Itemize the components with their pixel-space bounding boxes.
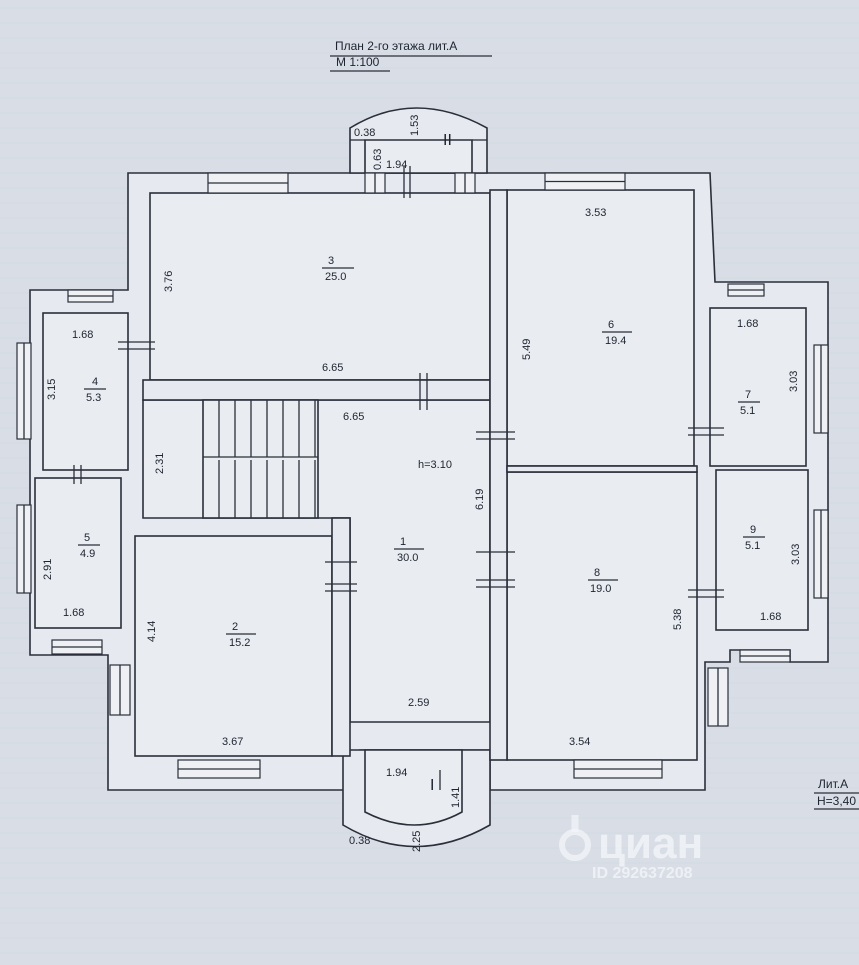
room-1-area: 30.0 [397, 552, 418, 564]
dim-bottom-bay-141: 1.41 [450, 787, 462, 808]
room-shapes [34, 189, 809, 761]
dim-room7-height: 3.03 [788, 371, 800, 392]
room-8-number: 8 [594, 567, 600, 579]
room-4-number: 4 [92, 376, 98, 388]
dim-room2-width: 3.67 [222, 736, 243, 748]
dim-bottom-bay-225: 2.25 [411, 831, 423, 852]
room-6-shape [506, 189, 695, 467]
room-7-number: 7 [745, 389, 751, 401]
dim-room8-width: 3.54 [569, 736, 590, 748]
room-8-area: 19.0 [590, 583, 611, 595]
dim-room4-height: 3.15 [46, 379, 58, 400]
room-3-shape [149, 192, 491, 381]
dim-room6-width: 3.53 [585, 207, 606, 219]
room-3-area: 25.0 [325, 271, 346, 283]
watermark: циан ID 292637208 [559, 815, 703, 882]
room-9-area: 5.1 [745, 540, 760, 552]
watermark-brand: циан [598, 819, 703, 868]
dim-room8-height: 5.38 [672, 609, 684, 630]
dim-top-bay-153: 1.53 [409, 115, 421, 136]
room-1-number: 1 [400, 536, 406, 548]
room-5-area: 4.9 [80, 548, 95, 560]
staircase [202, 399, 319, 519]
dim-top-bay-063: 0.63 [372, 149, 384, 170]
partitions [142, 189, 698, 761]
room-7-shape [709, 307, 807, 467]
bottom-bay-mark: I [430, 777, 434, 794]
room-8-shape [506, 471, 698, 761]
dim-top-bay-194: 1.94 [386, 159, 407, 171]
dim-room3-height: 3.76 [163, 271, 175, 292]
dim-room4-width: 1.68 [72, 329, 93, 341]
windows [16, 172, 829, 779]
dim-room1-bottom: 2.59 [408, 697, 429, 709]
room-6-number: 6 [608, 319, 614, 331]
building-label: Лит.А Н=3,40 [814, 777, 859, 810]
room-9-shape [715, 469, 809, 631]
dim-room5-width: 1.68 [63, 607, 84, 619]
dim-room1-height: 6.19 [474, 489, 486, 510]
dim-room9-width: 1.68 [760, 611, 781, 623]
dim-room3-width: 6.65 [322, 362, 343, 374]
building-height: Н=3,40 [817, 794, 856, 808]
room-2-area: 15.2 [229, 637, 250, 649]
room-2-shape [134, 535, 333, 757]
dim-bottom-bay-038: 0.38 [349, 835, 370, 847]
plan-title: План 2-го этажа лит.А [335, 39, 457, 53]
dimensions: 0.38 0.63 1.53 1.94 II 6.65 3.76 3.53 5.… [42, 115, 802, 852]
dim-bottom-bay-194: 1.94 [386, 767, 407, 779]
room-labels: 3 25.0 6 19.4 4 5.3 7 5.1 1 30.0 5 4.9 9… [78, 255, 765, 649]
room-4-area: 5.3 [86, 392, 101, 404]
top-bay-mark: II [443, 132, 452, 149]
room-5-number: 5 [84, 532, 90, 544]
door-marks [73, 166, 724, 790]
ceiling-height: h=3.10 [418, 459, 452, 471]
room-5-shape [34, 477, 122, 629]
dim-room5-height: 2.91 [42, 559, 54, 580]
top-bay [349, 107, 488, 174]
watermark-id: ID 292637208 [592, 865, 693, 882]
room-7-area: 5.1 [740, 405, 755, 417]
dim-room7-width: 1.68 [737, 318, 758, 330]
dim-room1-width: 6.65 [343, 411, 364, 423]
bottom-bay [342, 749, 491, 848]
dim-stair-height: 2.31 [154, 453, 166, 474]
dim-top-bay-038: 0.38 [354, 127, 375, 139]
plan-scale: М 1:100 [336, 55, 380, 69]
dim-room2-height: 4.14 [146, 621, 158, 642]
room-3-number: 3 [328, 255, 334, 267]
dim-room6-height: 5.49 [521, 339, 533, 360]
building-name: Лит.А [818, 777, 848, 791]
room-4-shape [42, 312, 129, 471]
room-6-area: 19.4 [605, 335, 626, 347]
dim-room9-height: 3.03 [790, 544, 802, 565]
room-9-number: 9 [750, 524, 756, 536]
cian-logo-icon [559, 815, 591, 861]
room-2-number: 2 [232, 621, 238, 633]
